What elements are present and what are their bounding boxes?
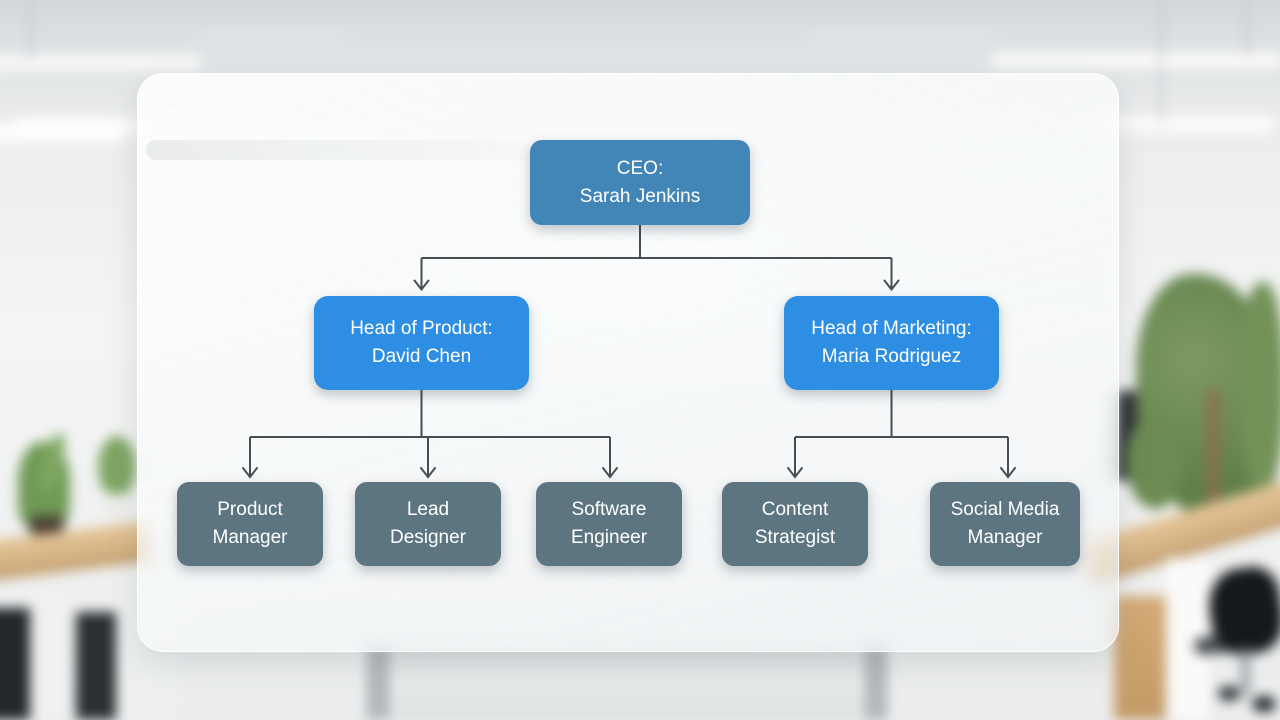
ceiling-light-icon <box>16 120 151 129</box>
org-node-ceo: CEO: Sarah Jenkins <box>530 140 750 225</box>
org-node-content-strategist: Content Strategist <box>722 482 868 566</box>
org-node-label: Product Manager <box>212 499 288 548</box>
light-cable <box>1160 0 1162 124</box>
org-node-label: Lead Designer <box>389 499 467 548</box>
org-node-label: Social Media Manager <box>950 499 1060 548</box>
wood-cabinet <box>1114 596 1166 720</box>
ceiling-light-icon <box>992 56 1280 65</box>
chair-pole <box>1241 650 1250 695</box>
chair-wheel <box>1218 686 1240 701</box>
plant-trunk <box>1208 390 1219 522</box>
light-cable <box>30 0 32 60</box>
org-node-software-engineer: Software Engineer <box>536 482 682 566</box>
org-node-head-of-marketing: Head of Marketing: Maria Rodriguez <box>784 296 999 390</box>
office-plant-leaves <box>1240 282 1280 492</box>
org-node-label: Content Strategist <box>754 499 836 548</box>
org-node-product-manager: Product Manager <box>177 482 323 566</box>
ceiling-panel-left <box>198 26 348 60</box>
org-node-social-media-manager: Social Media Manager <box>930 482 1080 566</box>
ceiling-panel-right <box>806 26 996 60</box>
org-node-head-of-product: Head of Product: David Chen <box>314 296 529 390</box>
office-plant-leaves <box>1126 414 1184 509</box>
ceiling-light-icon <box>1094 119 1274 129</box>
org-node-lead-designer: Lead Designer <box>355 482 501 566</box>
desk-left <box>0 521 153 583</box>
whiteboard-partition <box>388 647 866 720</box>
ceiling-light-icon <box>0 59 200 67</box>
table-leg <box>368 645 388 720</box>
window-glare <box>0 126 126 140</box>
org-node-label: Head of Marketing: Maria Rodriguez <box>811 318 972 367</box>
org-node-label: Software Engineer <box>570 499 648 548</box>
under-desk-shadow <box>0 608 30 720</box>
org-node-label: CEO: Sarah Jenkins <box>579 157 701 207</box>
org-node-label: Head of Product: David Chen <box>350 318 493 367</box>
small-plant <box>98 436 136 498</box>
under-desk-shadow <box>76 612 116 720</box>
chair-wheel <box>1252 696 1276 712</box>
table-leg <box>866 645 886 720</box>
desk-leg-panel <box>30 600 66 720</box>
light-cable <box>1246 0 1248 56</box>
